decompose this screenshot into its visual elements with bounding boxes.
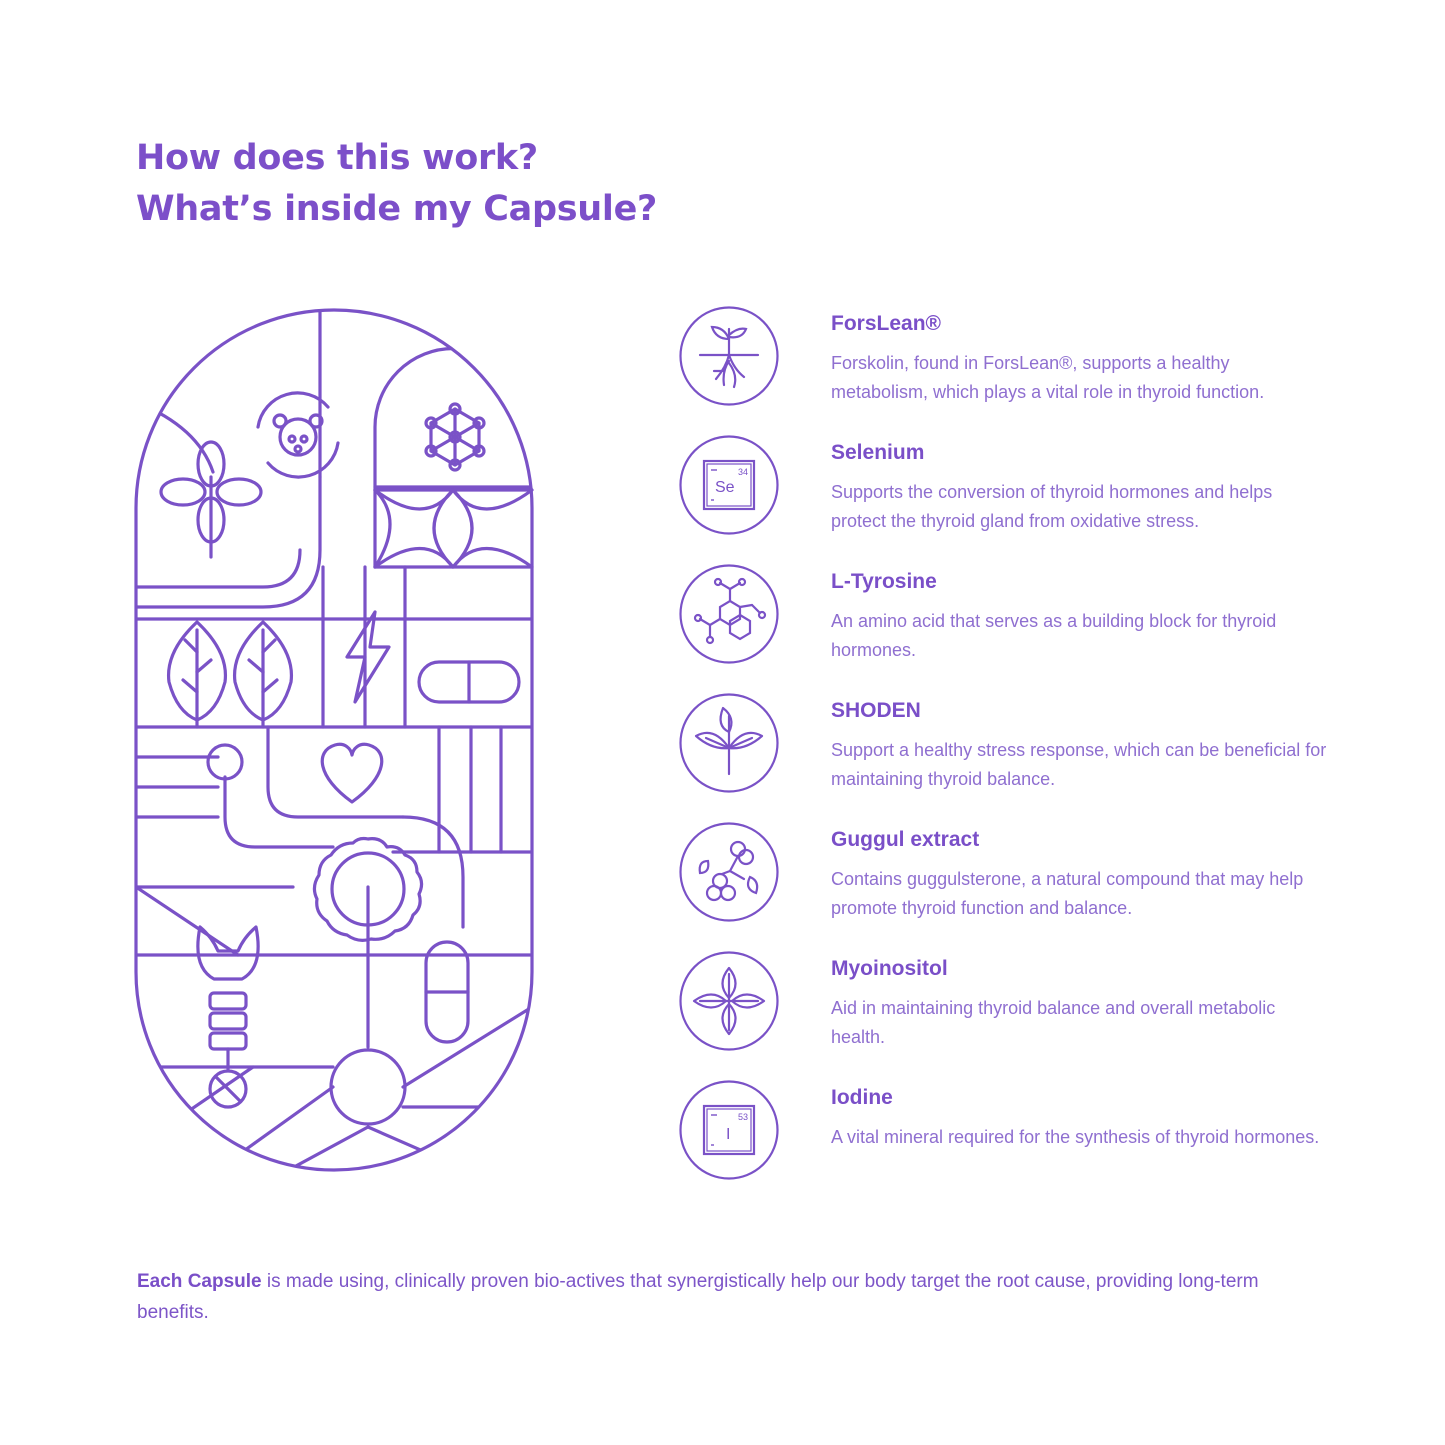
four-leaves-icon [679,951,779,1051]
element-symbol: I [726,1126,730,1143]
selenium-element-icon: 34 Se [679,435,779,535]
ingredient-description: Forskolin, found in ForsLean®, supports … [831,353,1265,402]
capsule-illustration [134,308,534,1172]
ingredient-description: Support a healthy stress response, which… [831,740,1327,789]
herb-leaves-icon [679,693,779,793]
ingredient-myoinositol: Myoinositol Aid in maintaining thyroid b… [678,950,1378,1060]
sprout-roots-icon [679,306,779,406]
ingredient-description: Contains guggulsterone, a natural compou… [831,869,1304,918]
ingredient-name: Guggul extract [831,828,980,851]
ingredient-name: Selenium [831,441,925,464]
ingredient-shoden: SHODEN Support a healthy stress response… [678,692,1378,802]
ingredient-name: SHODEN [831,699,921,722]
atomic-number: 53 [738,1112,748,1122]
ingredient-description: Supports the conversion of thyroid hormo… [831,482,1273,531]
iodine-element-icon: 53 I [679,1080,779,1180]
ingredient-name: ForsLean® [831,312,941,335]
footer-note: Each Capsule is made using, clinically p… [137,1266,1287,1328]
ingredient-selenium: 34 Se Selenium Supports the conversion o… [678,434,1378,544]
ingredient-name: Iodine [831,1086,893,1109]
berries-icon [679,822,779,922]
ingredient-description: An amino acid that serves as a building … [831,611,1277,660]
title-line-1: How does this work? [136,138,538,178]
ingredient-description: Aid in maintaining thyroid balance and o… [831,998,1276,1047]
atomic-number: 34 [738,467,748,477]
ingredient-name: L-Tyrosine [831,570,937,593]
footer-bold: Each Capsule [137,1271,262,1292]
molecule-structure-icon [679,564,779,664]
ingredient-l-tyrosine: L-Tyrosine An amino acid that serves as … [678,563,1378,673]
title-line-2: What’s inside my Capsule? [136,189,658,229]
page-title: How does this work? What’s inside my Cap… [136,133,657,235]
ingredient-name: Myoinositol [831,957,948,980]
ingredient-iodine: 53 I Iodine A vital mineral required for… [678,1079,1378,1189]
ingredient-description: A vital mineral required for the synthes… [831,1127,1320,1147]
element-symbol: Se [715,479,735,496]
footer-text: is made using, clinically proven bio-act… [137,1271,1259,1323]
ingredient-guggul: Guggul extract Contains guggulsterone, a… [678,821,1378,931]
ingredient-forslean: ForsLean® Forskolin, found in ForsLean®,… [678,305,1378,415]
